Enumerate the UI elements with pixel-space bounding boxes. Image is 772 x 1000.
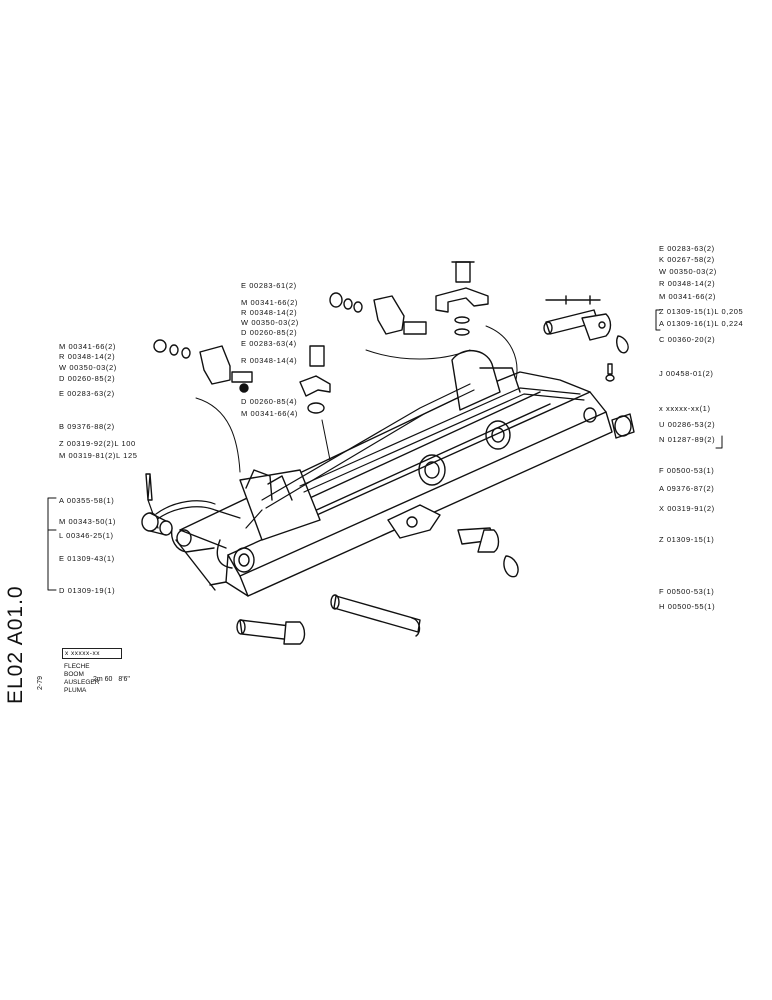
boss-bores (176, 407, 597, 573)
title-name-en: BOOM (64, 671, 84, 678)
sheet-id: EL02 A01.0 (4, 585, 27, 704)
title-name-es: PLUMA (64, 687, 87, 694)
part-label: M 00319-81(2)L 125 (59, 451, 138, 460)
boom-body (170, 350, 613, 597)
part-label: J 00458-01(2) (659, 369, 714, 378)
part-label: R 00348-14(4) (241, 356, 298, 365)
title-names: FLECHE BOOM AUSLEGER PLUMA (62, 663, 122, 695)
boom-size: 2m 60 8'6" (93, 676, 130, 683)
part-label: H 00500-55(1) (659, 602, 716, 611)
part-label: Z 01309-15(1) (659, 535, 715, 544)
part-label: N 01287-89(2) (659, 435, 716, 444)
part-label: x xxxxx-xx(1) (659, 404, 711, 413)
part-label: W 00350-03(2) (59, 363, 117, 372)
part-label: U 00286-53(2) (659, 420, 716, 429)
part-label: M 00341-66(4) (241, 409, 298, 418)
part-label: C 00360-20(2) (659, 335, 716, 344)
part-label: D 00260-85(2) (59, 374, 116, 383)
part-label: F 00500-53(1) (659, 466, 715, 475)
part-label: B 09376-88(2) (59, 422, 115, 431)
title-block: x xxxxx-xx FLECHE BOOM AUSLEGER PLUMA (62, 648, 122, 695)
part-label: W 00350-03(2) (241, 318, 299, 327)
part-label: E 01309-43(1) (59, 554, 115, 563)
sheet-date: 2-79 (37, 675, 44, 690)
right-pin-group (543, 295, 635, 439)
part-label: E 00283-61(2) (241, 281, 297, 290)
title-code: x xxxxx-xx (62, 648, 122, 659)
part-label: D 00260-85(2) (241, 328, 298, 337)
part-label: L 00346-25(1) (59, 531, 114, 540)
part-label: M 00341-66(2) (659, 292, 716, 301)
part-label: M 00343-50(1) (59, 517, 116, 526)
part-label: R 00348-14(2) (659, 279, 716, 288)
part-label: A 09376-87(2) (659, 484, 715, 493)
part-label: R 00348-14(2) (241, 308, 298, 317)
leader-lines (47, 309, 723, 591)
part-label: A 00355-58(1) (59, 496, 115, 505)
part-label: D 00260-85(4) (241, 397, 298, 406)
part-label: M 00341-66(2) (241, 298, 298, 307)
part-label: R 00348-14(2) (59, 352, 116, 361)
part-label: X 00319-91(2) (659, 504, 715, 513)
part-label: M 00341-66(2) (59, 342, 116, 351)
upper-clamp-group (153, 261, 489, 414)
part-label: K 00267-58(2) (659, 255, 715, 264)
lower-pins (236, 527, 519, 645)
title-name-fr: FLECHE (64, 663, 90, 670)
part-label: Z 01309-15(1)L 0,205 (659, 307, 744, 316)
left-bushings (141, 473, 173, 536)
part-label: E 00283-63(4) (241, 339, 297, 348)
part-label: W 00350-03(2) (659, 267, 717, 276)
part-label: E 00283-63(2) (659, 244, 715, 253)
boom-size-metric: 2m 60 (93, 676, 113, 683)
boom-size-imperial: 8'6" (118, 676, 130, 683)
title-name-de: AUSLEGER (64, 679, 100, 686)
part-label: A 01309-16(1)L 0,224 (659, 319, 744, 328)
part-label: Z 00319-92(2)L 100 (59, 439, 136, 448)
hydraulic-lines (147, 383, 585, 529)
part-label: F 00500-53(1) (659, 587, 715, 596)
part-label: E 00283-63(2) (59, 389, 115, 398)
part-label: D 01309-19(1) (59, 586, 116, 595)
